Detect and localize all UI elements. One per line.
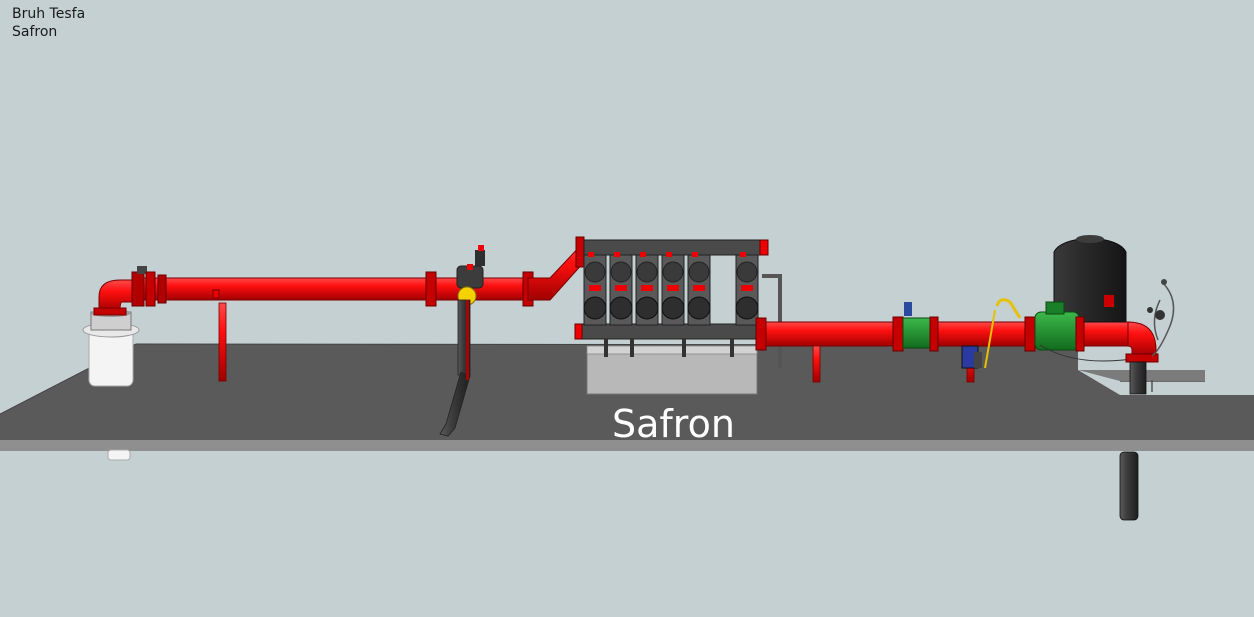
- pipe-support: [218, 302, 227, 382]
- filter-unit[interactable]: [583, 252, 607, 326]
- outlet-elbow: [1119, 321, 1159, 521]
- riser-elbow: [527, 236, 585, 301]
- filter-unit[interactable]: [735, 252, 759, 326]
- filter-unit[interactable]: [661, 252, 685, 326]
- fertilizer-injector-icon[interactable]: [961, 298, 1022, 369]
- filter-unit[interactable]: [609, 252, 633, 326]
- filter-unit[interactable]: [635, 252, 659, 326]
- pressure-gauge-icon[interactable]: [1147, 279, 1175, 392]
- fertilizer-tank-icon[interactable]: [1053, 235, 1127, 323]
- floor-label: Safron: [612, 402, 735, 446]
- filter-unit[interactable]: [687, 252, 711, 326]
- project-label: Safron: [12, 24, 58, 40]
- air-valve-icon[interactable]: [439, 245, 485, 437]
- author-label: Bruh Tesfa: [12, 6, 86, 22]
- intake-elbow: [93, 266, 147, 316]
- water-meter-icon[interactable]: [902, 302, 939, 352]
